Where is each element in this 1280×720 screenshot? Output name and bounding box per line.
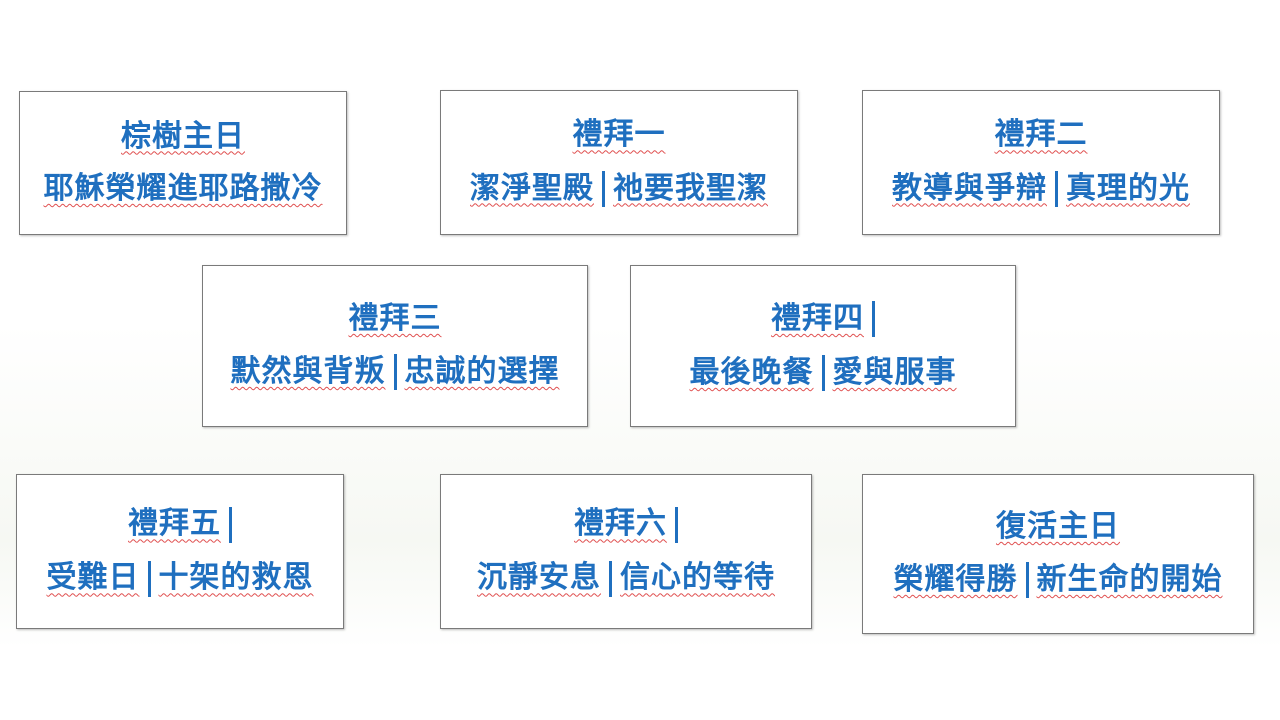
card-title: 禮拜一: [573, 118, 666, 153]
separator-bar: [229, 506, 232, 543]
separator-bar: [609, 560, 612, 597]
card-tuesday: 禮拜二 教導與爭辯 真理的光: [862, 90, 1220, 235]
card-title: 棕樹主日: [121, 118, 245, 155]
card-subtitle-part1: 潔淨聖殿: [470, 170, 594, 206]
card-subtitle-part2: 新生命的開始: [1036, 562, 1223, 597]
card-title-text: 復活主日: [996, 508, 1120, 544]
card-easter-sunday: 復活主日 榮耀得勝 新生命的開始: [862, 474, 1254, 634]
card-subtitle-part1: 最後晚餐: [689, 354, 814, 390]
separator-bar: [602, 170, 605, 207]
card-title: 禮拜四: [771, 301, 875, 337]
card-title-text: 禮拜六: [574, 506, 667, 542]
card-wednesday: 禮拜三 默然與背叛 忠誠的選擇: [202, 265, 588, 427]
card-palm-sunday: 棕樹主日 耶穌榮耀進耶路撒冷: [19, 91, 347, 235]
card-monday: 禮拜一 潔淨聖殿 祂要我聖潔: [440, 90, 798, 235]
card-subtitle-part1: 沉靜安息: [477, 560, 601, 596]
card-title-text: 禮拜一: [572, 117, 666, 153]
card-subtitle: 耶穌榮耀進耶路撒冷: [43, 171, 323, 207]
card-subtitle-part1: 默然與背叛: [230, 354, 386, 389]
separator-bar: [1025, 562, 1029, 599]
separator-bar: [1055, 170, 1058, 207]
card-subtitle: 受難日 十架的救恩: [46, 560, 314, 597]
card-title-text: 棕樹主日: [121, 118, 245, 154]
card-subtitle-part2: 真理的光: [1066, 170, 1190, 206]
card-saturday: 禮拜六 沉靜安息 信心的等待: [440, 474, 812, 629]
card-subtitle: 潔淨聖殿 祂要我聖潔: [470, 170, 768, 207]
card-subtitle: 默然與背叛 忠誠的選擇: [230, 354, 560, 391]
card-subtitle: 教導與爭辯 真理的光: [892, 170, 1190, 207]
card-subtitle-part2: 忠誠的選擇: [404, 354, 560, 389]
card-title: 禮拜五: [128, 506, 232, 543]
card-subtitle-part2: 愛與服事: [832, 354, 957, 390]
card-title: 禮拜二: [995, 118, 1088, 153]
card-title-text: 禮拜四: [771, 300, 864, 336]
card-title-text: 禮拜二: [994, 117, 1088, 153]
card-title-text: 禮拜三: [348, 300, 442, 336]
card-title-text: 禮拜五: [128, 506, 221, 542]
card-subtitle: 沉靜安息 信心的等待: [477, 560, 775, 597]
card-subtitle: 榮耀得勝 新生命的開始: [893, 562, 1223, 599]
separator-bar: [147, 560, 151, 597]
separator-bar: [821, 355, 825, 391]
card-subtitle-part2: 祂要我聖潔: [613, 170, 768, 206]
card-subtitle-part1: 受難日: [46, 560, 140, 596]
card-title: 禮拜六: [574, 506, 678, 543]
card-friday: 禮拜五 受難日 十架的救恩: [16, 474, 344, 629]
card-title: 復活主日: [996, 508, 1120, 545]
card-subtitle-part1: 榮耀得勝: [893, 562, 1018, 597]
card-subtitle-part1: 教導與爭辯: [892, 170, 1047, 206]
card-subtitle-part2: 十架的救恩: [158, 560, 314, 596]
card-subtitle-part1: 耶穌榮耀進耶路撒冷: [43, 171, 323, 206]
card-title: 禮拜三: [348, 300, 442, 337]
separator-bar: [872, 301, 875, 337]
card-subtitle-part2: 信心的等待: [620, 560, 775, 596]
separator-bar: [393, 354, 397, 391]
card-thursday: 禮拜四 最後晚餐 愛與服事: [630, 265, 1016, 427]
card-subtitle: 最後晚餐 愛與服事: [690, 355, 957, 391]
separator-bar: [675, 506, 678, 543]
